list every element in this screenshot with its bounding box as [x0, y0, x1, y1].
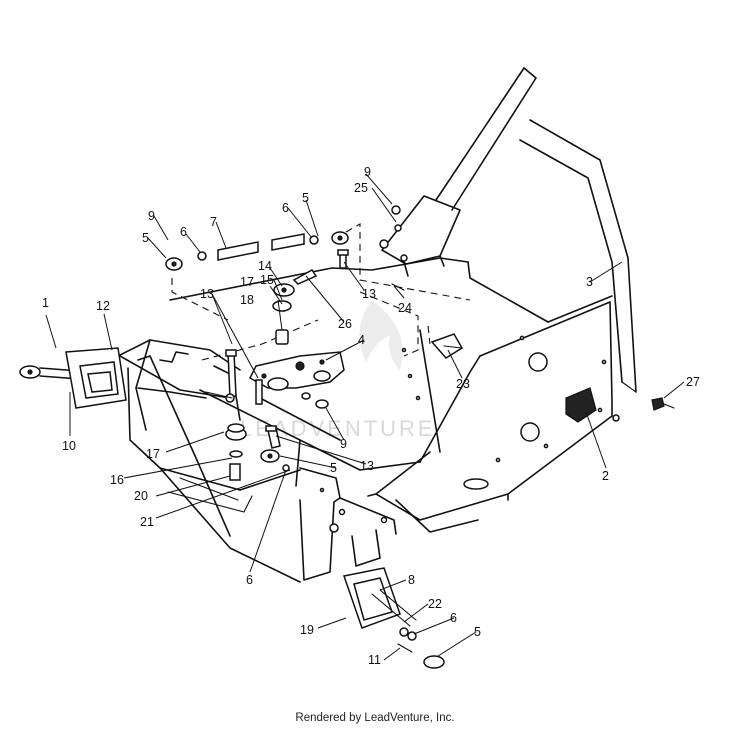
callout-6: 6	[246, 573, 253, 587]
rendered-by-footer: Rendered by LeadVenture, Inc.	[295, 712, 455, 724]
callout-13: 13	[362, 287, 376, 301]
frame	[119, 257, 620, 583]
callout-15: 15	[260, 273, 274, 287]
roll-bar	[519, 119, 637, 393]
callout-22: 22	[428, 597, 442, 611]
callout-14: 14	[258, 259, 272, 273]
parts-diagram: LEADVENTURE	[19, 67, 700, 669]
callout-26: 26	[338, 317, 352, 331]
callout-4: 4	[358, 333, 365, 347]
linkage-rods	[19, 205, 675, 669]
callout-18: 18	[240, 293, 254, 307]
callout-12: 12	[96, 299, 110, 313]
callout-11: 11	[368, 653, 381, 667]
callout-5: 5	[330, 461, 337, 475]
callout-9: 9	[364, 165, 371, 179]
callout-6: 6	[282, 201, 289, 215]
callout-17: 17	[240, 275, 254, 289]
callout-6: 6	[180, 225, 187, 239]
callout-1: 1	[42, 296, 49, 310]
callout-17: 17	[146, 447, 160, 461]
callout-13: 13	[360, 459, 374, 473]
dashed-leaders	[171, 223, 471, 361]
callout-8: 8	[408, 573, 415, 587]
callout-5: 5	[302, 191, 309, 205]
callout-21: 21	[140, 515, 154, 529]
callout-10: 10	[62, 439, 76, 453]
callout-23: 23	[456, 377, 470, 391]
callout-19: 19	[300, 623, 314, 637]
callout-24: 24	[398, 301, 412, 315]
callout-2: 2	[602, 469, 609, 483]
callout-9: 9	[148, 209, 155, 223]
callout-27: 27	[686, 375, 700, 389]
handle-bar	[379, 67, 537, 277]
callout-7: 7	[210, 215, 217, 229]
callout-6: 6	[450, 611, 457, 625]
callout-5: 5	[142, 231, 149, 245]
callout-9: 9	[340, 437, 347, 451]
callout-16: 16	[110, 473, 124, 487]
callout-3: 3	[586, 275, 593, 289]
callout-labels: 1 2 3 4 5 5 5 5 6 6 6 6 7 8 9 9 9 10 11 …	[42, 165, 700, 667]
callout-20: 20	[134, 489, 148, 503]
callout-25: 25	[354, 181, 368, 195]
leader-lines	[45, 173, 685, 661]
callout-5: 5	[474, 625, 481, 639]
callout-13: 13	[200, 287, 214, 301]
